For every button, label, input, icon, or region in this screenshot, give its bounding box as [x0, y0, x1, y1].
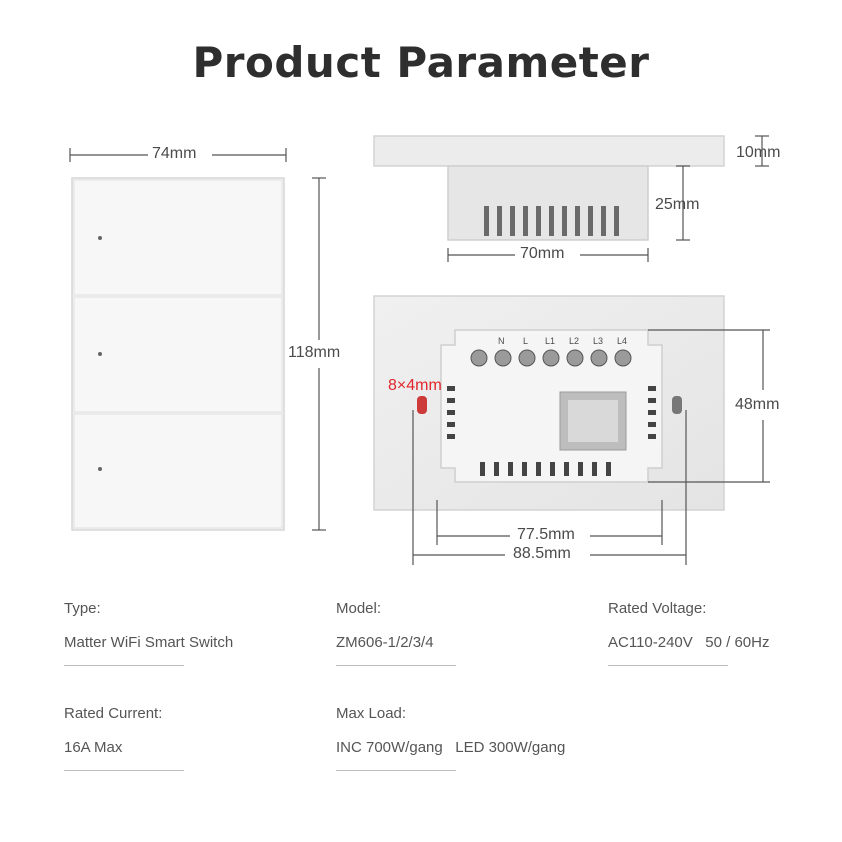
side-plate-depth-label: 10mm	[736, 144, 781, 161]
spec-label: Max Load:	[336, 705, 407, 722]
divider	[64, 665, 184, 666]
spec-label: Rated Voltage:	[608, 600, 707, 617]
front-height-dimension	[312, 177, 326, 531]
terminal-label: L3	[593, 336, 604, 346]
back-height-label: 48mm	[735, 396, 780, 413]
terminal-label: L2	[569, 336, 580, 346]
divider	[336, 665, 456, 666]
spec-value: AC110-240V 50 / 60Hz	[608, 634, 770, 651]
spec-value: 16A Max	[64, 739, 123, 756]
spec-label: Type:	[64, 600, 101, 617]
front-width-label: 74mm	[152, 145, 197, 162]
hole-spacing-inner-label: 77.5mm	[517, 526, 575, 543]
divider	[64, 770, 184, 771]
hole-size-label: 8×4mm	[388, 377, 442, 394]
indicator-dot	[98, 236, 102, 240]
spec-label: Rated Current:	[64, 705, 163, 722]
spec-value: ZM606-1/2/3/4	[336, 634, 434, 651]
back-dimensions	[412, 329, 770, 565]
divider	[608, 665, 728, 666]
spec-model: Model: ZM606-1/2/3/4	[336, 600, 456, 666]
side-depth-dimensions	[447, 135, 769, 262]
terminal-label: L	[523, 336, 529, 346]
spec-rated-voltage: Rated Voltage: AC110-240V 50 / 60Hz	[608, 600, 769, 666]
side-width-label: 70mm	[520, 245, 565, 262]
hole-spacing-outer-label: 88.5mm	[513, 545, 571, 562]
terminal-label: N	[498, 336, 505, 346]
front-height-label: 118mm	[288, 344, 341, 361]
indicator-dot	[98, 467, 102, 471]
side-view	[373, 135, 725, 241]
terminal-label: L1	[545, 336, 556, 346]
side-body-depth-label: 25mm	[655, 196, 700, 213]
front-width-dimension	[69, 148, 287, 162]
spec-max-load: Max Load: INC 700W/gang LED 300W/gang	[336, 705, 565, 771]
divider	[336, 770, 456, 771]
spec-label: Model:	[336, 600, 382, 617]
spec-rated-current: Rated Current: 16A Max	[64, 705, 184, 771]
terminal-label: L4	[617, 336, 628, 346]
mounting-hole	[417, 396, 427, 414]
mounting-hole	[672, 396, 682, 414]
spec-value: INC 700W/gang LED 300W/gang	[336, 739, 566, 756]
back-view	[373, 295, 725, 511]
spec-type: Type: Matter WiFi Smart Switch	[64, 600, 233, 666]
page-title: Product Parameter	[192, 38, 650, 87]
spec-value: Matter WiFi Smart Switch	[64, 634, 234, 651]
front-panel	[71, 177, 285, 531]
indicator-dot	[98, 352, 102, 356]
